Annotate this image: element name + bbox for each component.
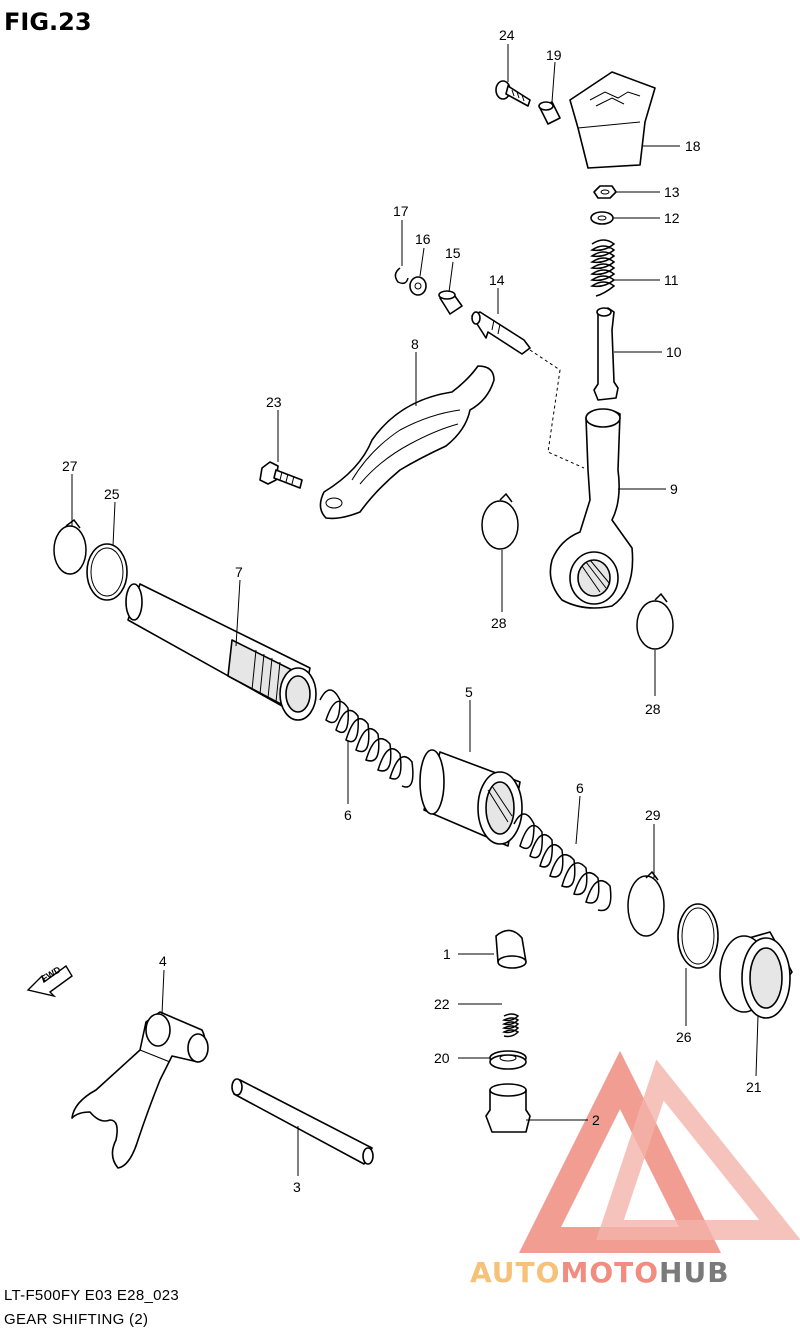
callout-14: 14 bbox=[489, 272, 505, 288]
part-26-o-ring bbox=[677, 903, 719, 969]
part-23-bolt bbox=[259, 461, 303, 489]
part-7-shift-shaft bbox=[125, 583, 317, 721]
callout-15: 15 bbox=[445, 245, 461, 261]
automotohub-logo bbox=[518, 1050, 800, 1253]
caption-title: GEAR SHIFTING (2) bbox=[4, 1311, 148, 1328]
watermark-hub: HUB bbox=[659, 1256, 730, 1289]
callout-4: 4 bbox=[159, 953, 167, 969]
callout-26: 26 bbox=[676, 1029, 692, 1045]
part-14-pin-bolt bbox=[471, 311, 585, 469]
callout-18: 18 bbox=[685, 138, 701, 154]
callout-3: 3 bbox=[293, 1179, 301, 1195]
part-22-spring bbox=[501, 1013, 520, 1038]
leader-lines bbox=[71, 44, 759, 1176]
part-15-collar bbox=[438, 290, 463, 315]
part-16-washer bbox=[409, 276, 427, 296]
part-11-spring bbox=[590, 239, 616, 297]
callout-27: 27 bbox=[62, 458, 78, 474]
callout-13: 13 bbox=[664, 184, 680, 200]
callout-11: 11 bbox=[664, 272, 679, 288]
svg-text:AUTOMOTOHUB: AUTOMOTOHUB bbox=[470, 1256, 730, 1289]
callout-23: 23 bbox=[266, 394, 282, 410]
part-17-e-clip bbox=[394, 267, 409, 285]
part-6-spring-left bbox=[319, 689, 414, 788]
part-24-bolt bbox=[495, 80, 531, 107]
callout-24: 24 bbox=[499, 27, 515, 43]
callout-21: 21 bbox=[746, 1079, 762, 1095]
part-28-circlip-upper bbox=[481, 492, 519, 550]
part-8-shift-plate bbox=[319, 365, 495, 520]
callout-25: 25 bbox=[104, 486, 120, 502]
callout-5: 5 bbox=[465, 684, 473, 700]
part-2-plug-bolt bbox=[485, 1083, 531, 1133]
part-19-bushing bbox=[538, 101, 561, 125]
part-13-nut bbox=[593, 185, 617, 199]
part-1-detent-pin bbox=[495, 929, 527, 969]
callout-6-right: 6 bbox=[576, 780, 584, 796]
callout-20: 20 bbox=[434, 1050, 450, 1066]
part-3-fork-shaft bbox=[231, 1078, 374, 1165]
automotohub-watermark-text: AUTOMOTOHUB bbox=[470, 1256, 730, 1289]
callout-12: 12 bbox=[664, 210, 680, 226]
callout-numbers: 24 19 18 13 12 11 10 9 14 15 16 17 8 23 … bbox=[62, 27, 762, 1195]
callout-19: 19 bbox=[546, 47, 562, 63]
part-9-lever-arm bbox=[549, 408, 634, 609]
callout-10: 10 bbox=[666, 344, 682, 360]
callout-29: 29 bbox=[645, 807, 661, 823]
part-12-washer bbox=[590, 211, 614, 225]
part-29-circlip bbox=[627, 870, 665, 937]
figure-title: FIG.23 bbox=[4, 8, 92, 36]
callout-28-lower: 28 bbox=[645, 701, 661, 717]
callout-17: 17 bbox=[393, 203, 409, 219]
fwd-arrow-icon: FWD bbox=[26, 964, 73, 998]
part-5-sleeve bbox=[419, 749, 523, 847]
callout-9: 9 bbox=[670, 481, 678, 497]
callout-6-left: 6 bbox=[344, 807, 352, 823]
part-4-shift-fork bbox=[71, 1011, 209, 1169]
callout-22: 22 bbox=[434, 996, 450, 1012]
callout-1: 1 bbox=[443, 946, 451, 962]
part-27-circlip bbox=[53, 518, 87, 575]
part-20-washer bbox=[489, 1050, 527, 1070]
callout-8: 8 bbox=[411, 336, 419, 352]
part-6-spring-right bbox=[513, 813, 612, 912]
watermark-moto: MOTO bbox=[560, 1256, 659, 1289]
caption-model-code: LT-F500FY E03 E28_023 bbox=[4, 1287, 179, 1304]
part-21-oil-seal bbox=[719, 931, 793, 1019]
part-10-shaft bbox=[593, 307, 619, 401]
part-18-shift-cap bbox=[569, 71, 656, 169]
callout-2: 2 bbox=[592, 1112, 600, 1128]
callout-16: 16 bbox=[415, 231, 431, 247]
part-25-o-ring bbox=[86, 543, 128, 601]
callout-7: 7 bbox=[235, 564, 243, 580]
callout-28-upper: 28 bbox=[491, 615, 507, 631]
part-28-circlip-lower bbox=[636, 592, 674, 650]
watermark-auto: AUTO bbox=[470, 1256, 560, 1289]
